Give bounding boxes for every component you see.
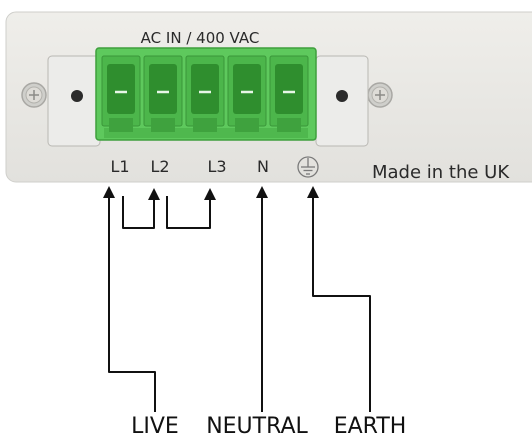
terminal-slot-2 [143, 55, 183, 132]
made-in-label: Made in the UK [372, 162, 510, 183]
terminal-label-l1: L1 [110, 157, 129, 176]
live-jumper-l1-l2 [122, 188, 160, 229]
terminal-slot-5 [269, 55, 309, 132]
terminal-slot-1 [101, 55, 141, 132]
wiring-lines [103, 186, 371, 412]
neutral-label: NEUTRAL [206, 414, 308, 438]
live-jumper-l2-l3 [166, 188, 216, 229]
live-wire-l1 [103, 186, 156, 412]
right-mounting-screw [367, 82, 393, 108]
terminal-slot-4 [227, 55, 267, 132]
earth-wire [307, 186, 371, 412]
terminal-block [47, 47, 369, 147]
terminal-label-n: N [257, 157, 269, 176]
earth-ground-icon [297, 156, 319, 178]
terminal-label-l2: L2 [150, 157, 169, 176]
terminal-label-l3: L3 [207, 157, 226, 176]
live-label: LIVE [131, 414, 179, 438]
terminal-slot-3 [185, 55, 225, 132]
panel-header: AC IN / 400 VAC [141, 29, 260, 47]
earth-label: EARTH [334, 414, 407, 438]
left-mounting-screw [21, 82, 47, 108]
